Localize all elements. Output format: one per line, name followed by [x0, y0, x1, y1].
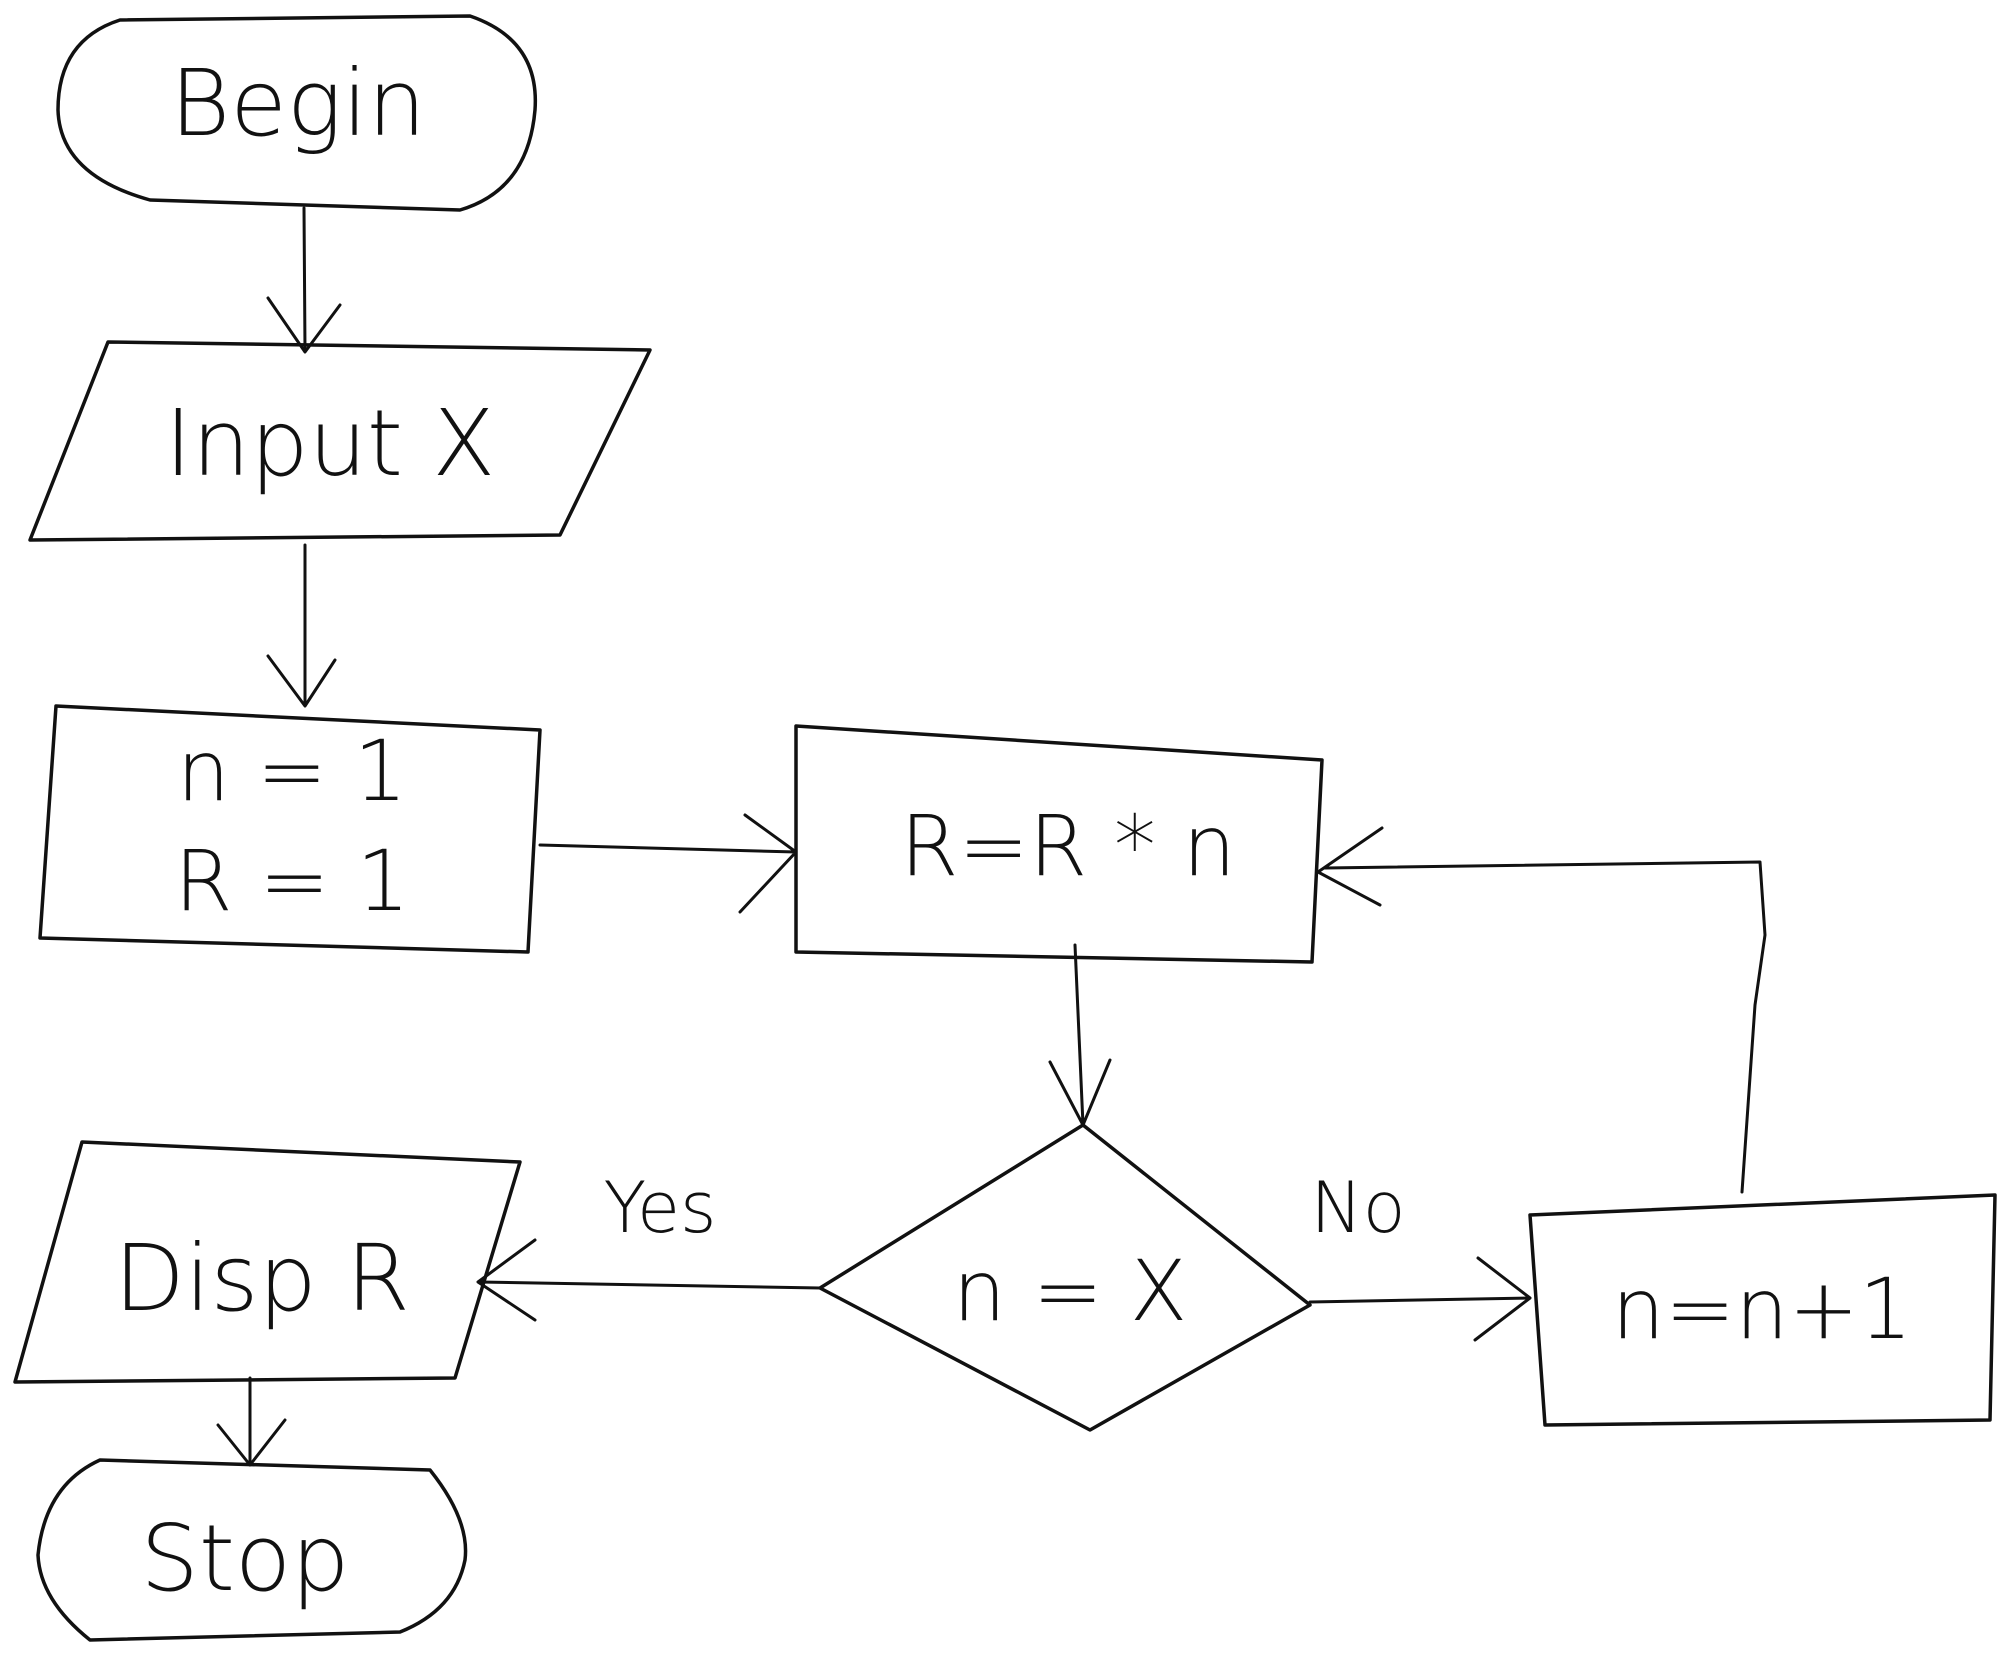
arrow-multiply-to-decision — [1048, 943, 1112, 1127]
arrow-init-to-multiply — [538, 813, 798, 914]
arrow-decision-to-increment — [1308, 1256, 1532, 1342]
arrow-input-to-init — [266, 543, 337, 708]
begin-label: Begin — [170, 50, 426, 157]
edge-label-no: No — [1310, 1167, 1405, 1249]
increment-shape — [1528, 1193, 1997, 1427]
multiply-node: R=R * n — [794, 724, 1324, 964]
decision-node: n = X — [818, 1123, 1312, 1432]
init-r-label: R = 1 — [174, 832, 410, 930]
decision-label: n = X — [953, 1242, 1188, 1340]
init-node: n = 1 R = 1 — [38, 704, 542, 954]
decision-shape — [818, 1123, 1312, 1432]
multiply-shape — [794, 724, 1324, 964]
edge-label-yes: Yes — [604, 1167, 717, 1249]
init-n-label: n = 1 — [177, 722, 407, 820]
begin-shape — [56, 14, 538, 212]
increment-label: n=n+1 — [1612, 1260, 1913, 1358]
arrow-display-to-stop — [216, 1376, 287, 1467]
display-shape — [13, 1140, 522, 1384]
input-shape — [28, 340, 652, 542]
stop-label: Stop — [140, 1505, 349, 1612]
input-node: Input X — [28, 340, 652, 542]
arrow-increment-to-multiply — [1316, 826, 1767, 1194]
arrow-begin-to-input — [266, 206, 342, 354]
stop-terminator: Stop — [36, 1458, 468, 1642]
begin-terminator: Begin — [56, 14, 538, 212]
display-node: Disp R — [13, 1140, 522, 1384]
connectors — [216, 206, 1767, 1467]
init-shape — [38, 704, 542, 954]
display-label: Disp R — [114, 1225, 410, 1332]
multiply-label: R=R * n — [900, 797, 1236, 895]
stop-shape — [36, 1458, 468, 1642]
increment-node: n=n+1 — [1528, 1193, 1997, 1427]
input-label: Input X — [165, 390, 496, 497]
arrow-decision-to-display — [476, 1238, 822, 1322]
